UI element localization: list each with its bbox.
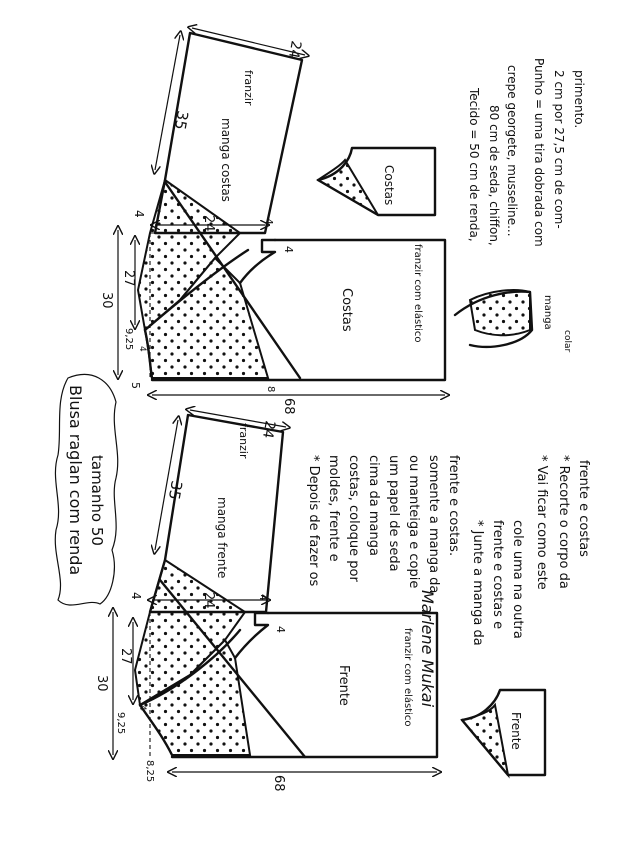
back-dim-line-35 xyxy=(155,35,180,170)
front-body-label: Frente xyxy=(336,665,351,706)
front-gather-body: franzir com elástico xyxy=(402,628,414,727)
back-dim-24: 24 xyxy=(201,215,216,232)
title-line1: Blusa raglan com renda xyxy=(66,385,85,575)
back-dim-68: 68 xyxy=(281,398,296,415)
note-1-line-3: costas, coloque por xyxy=(346,455,361,582)
back-dim-4c: 4 xyxy=(282,246,295,253)
back-raglan-seam xyxy=(143,248,250,332)
mini-back-label: Costas xyxy=(382,165,396,205)
back-armhole xyxy=(238,238,277,285)
note-4-line-2: frente e costas xyxy=(576,460,591,557)
note-4-line-1: * Recorte o corpo da xyxy=(556,455,571,589)
title-line2: tamanho 50 xyxy=(88,455,106,546)
back-dim-8: 8 xyxy=(265,386,276,392)
front-dim-line-24top xyxy=(190,410,286,427)
back-dim-5: 5 xyxy=(129,382,142,389)
front-dim-4a: 4 xyxy=(129,592,143,600)
back-dim-35: 35 xyxy=(171,109,192,131)
back-diagonal xyxy=(163,180,302,380)
front-dim-4c: 4 xyxy=(274,626,287,633)
back-gather-top: franzir xyxy=(242,70,255,106)
note-1-line-5: um papel de seda xyxy=(386,455,401,572)
front-dim-4d: 4 xyxy=(137,705,147,711)
front-dim-24top: 24 xyxy=(259,419,278,439)
back-dim-4b: 4 xyxy=(262,218,275,225)
mini-sleeve-lace xyxy=(468,289,531,337)
mini-colar-label: colar xyxy=(562,330,572,352)
front-dim-4b: 4 xyxy=(257,594,270,601)
back-sleeve-label: manga costas xyxy=(219,118,233,202)
note-2-line-3: cole uma na outra xyxy=(510,520,525,639)
back-dim-925: 9,25 xyxy=(123,328,134,350)
front-gather-top: franzir xyxy=(237,423,250,459)
front-raglan-seam xyxy=(138,628,242,707)
back-dim-24top: 24 xyxy=(285,39,304,59)
note-1-line-1: * Depois de fazer os xyxy=(306,455,321,587)
note-1-line-6: ou manteiga e copie xyxy=(406,455,421,588)
mini-back-diagram: Costas xyxy=(316,146,437,217)
front-diagonal xyxy=(158,578,307,759)
back-body-label: Costas xyxy=(339,288,354,332)
materials-line-2: 80 cm de seda, chiffon, xyxy=(487,105,501,246)
materials: Tecido = 50 cm de renda, 80 cm de seda, … xyxy=(467,58,586,247)
front-dim-35: 35 xyxy=(165,479,186,501)
mini-front-lace xyxy=(460,702,510,779)
front-dim-line-35 xyxy=(155,420,178,550)
back-dim-27: 27 xyxy=(121,270,136,287)
front-armhole xyxy=(233,611,270,660)
materials-line-5: 2 cm por 27,5 cm de com- xyxy=(552,70,566,229)
mini-back-lace xyxy=(316,158,379,216)
mini-sleeve-label: manga xyxy=(542,295,553,330)
mini-front-diagram: Frente xyxy=(460,688,547,779)
front-pattern: franzir 24 35 manga frente 4 24 4 4 27 3… xyxy=(94,410,437,792)
instructions: * Depois de fazer os moldes, frente e co… xyxy=(306,455,591,646)
back-dim-line-24top xyxy=(192,28,305,55)
front-dim-27: 27 xyxy=(118,648,133,665)
materials-line-6: primento. xyxy=(572,70,586,128)
back-body-outline xyxy=(150,238,447,382)
note-1-line-2: moldes, frente e xyxy=(326,455,341,562)
front-sleeve-label: manga frente xyxy=(215,497,229,578)
front-dim-24: 24 xyxy=(201,592,216,609)
mini-front-label: Frente xyxy=(509,712,523,750)
title-cloud: Blusa raglan com renda tamanho 50 xyxy=(54,373,119,606)
materials-line-1: Tecido = 50 cm de renda, xyxy=(467,87,481,242)
front-dim-30: 30 xyxy=(94,675,109,692)
note-3-line-1: * Vai ficar como este xyxy=(534,455,549,590)
front-bodice-lace xyxy=(138,638,252,756)
front-dim-825: 8,25 xyxy=(144,760,155,782)
signature-text: Marlene Mukai xyxy=(418,590,437,708)
signature: Marlene Mukai xyxy=(418,590,437,708)
back-dim-30: 30 xyxy=(99,292,114,309)
front-dim-925: 9,25 xyxy=(115,712,126,734)
title-cloud-outline xyxy=(54,373,119,606)
materials-line-3: crepe georgete, musseline... xyxy=(505,65,519,237)
note-1-line-7: somente a manga da xyxy=(426,455,441,593)
note-2-line-2: frente e costas e xyxy=(490,520,505,629)
back-gather-body: franzir com elástico xyxy=(412,244,424,343)
front-dim-68: 68 xyxy=(271,775,286,792)
mini-sleeve-diagram: manga colar xyxy=(453,289,572,352)
back-dim-4a: 4 xyxy=(132,210,146,218)
note-1-line-8: frente e costas. xyxy=(446,455,461,556)
back-dim-4d: 4 xyxy=(137,346,147,352)
note-1-line-4: cima da manga xyxy=(366,455,381,556)
note-2-line-1: * Junte a manga da xyxy=(470,520,485,646)
materials-line-4: Punho = uma tira dobrada com xyxy=(532,58,546,247)
back-pattern: franzir 24 35 manga costas 4 24 4 4 27 3… xyxy=(99,28,445,415)
